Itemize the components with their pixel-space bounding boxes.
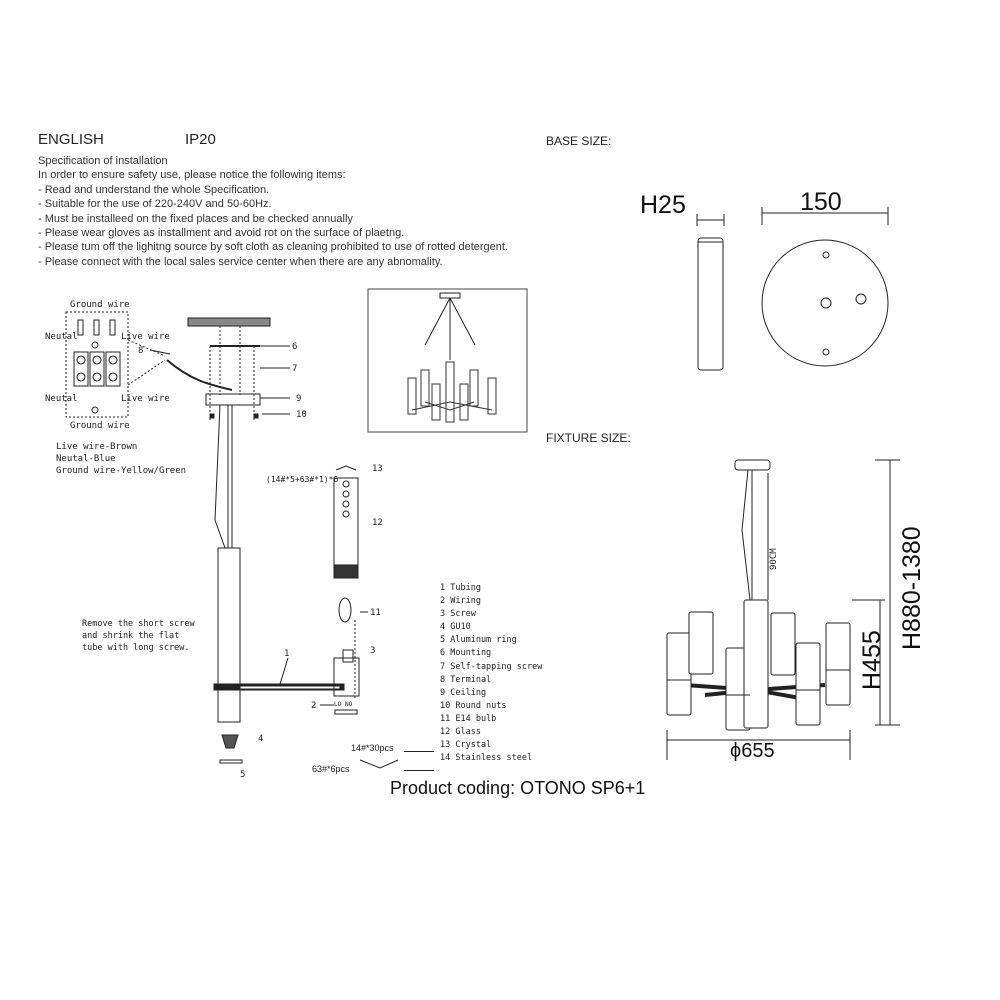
spec-title: Specification of installation — [38, 155, 168, 167]
part-item: 11 E14 bulb — [440, 713, 497, 724]
spec-block: Specification of installation In order t… — [38, 154, 508, 269]
spec-item: - Must be installeed on the fixed places… — [38, 212, 353, 225]
part-item: 14 Stainless steel — [440, 753, 533, 764]
product-coding: Product coding: OTONO SP6+1 — [390, 778, 646, 798]
part-item: 3 Screw — [440, 609, 476, 620]
part-item: 7 Self-tapping screw — [440, 661, 543, 672]
part-item: 8 Terminal — [440, 674, 492, 685]
svg-text:Ground wire: Ground wire — [70, 421, 130, 431]
note-line: tube with long screw. — [82, 643, 190, 653]
svg-text:LO: LO — [334, 701, 342, 708]
svg-text:7: 7 — [292, 364, 297, 374]
spec-item: - Please connect with the local sales se… — [38, 255, 443, 268]
assembly-drawing: 6 7 8 9 10 13 12 11 3 1 2 LO NO 4 5 (14#… — [138, 317, 399, 780]
crystal-qty: 14#*30pcs — [351, 743, 394, 753]
spec-item: - Please wear gloves as installment and … — [38, 227, 405, 240]
svg-text:(14#*5+63#*1)*6: (14#*5+63#*1)*6 — [266, 475, 338, 484]
part-item: 10 Round nuts — [440, 700, 507, 711]
svg-text:1: 1 — [284, 649, 289, 659]
svg-text:10: 10 — [296, 410, 307, 420]
note-line: and shrink the flat — [82, 631, 180, 641]
body-height-dim: H455 — [858, 630, 886, 690]
spec-intro: In order to ensure safety use, please no… — [38, 169, 346, 182]
svg-text:13: 13 — [372, 464, 383, 474]
svg-text:Live wire: Live wire — [121, 332, 170, 342]
svg-text:5: 5 — [240, 770, 245, 780]
part-item: 6 Mounting — [440, 648, 492, 659]
part-item: 9 Ceiling — [440, 687, 487, 698]
part-item: 4 GU10 — [440, 622, 471, 633]
part-item: 5 Aluminum ring — [440, 635, 517, 646]
language-label: ENGLISH — [38, 131, 104, 148]
base-size-label: BASE SIZE: — [546, 134, 612, 148]
part-item: 2 Wiring — [440, 596, 481, 607]
svg-text:12: 12 — [372, 518, 383, 528]
fixture-diameter-dim: ϕ655 — [730, 740, 775, 762]
base-diameter-dim: 150 — [800, 188, 842, 216]
base-top-view: 150 — [761, 188, 889, 367]
part-item: 13 Crystal — [440, 740, 492, 751]
svg-text:NO: NO — [345, 701, 353, 708]
wiring-diagram: Ground wire Neutal Live wire Neutal Live… — [45, 300, 186, 476]
svg-text:Live wire-Brown: Live wire-Brown — [56, 442, 137, 452]
crystal-leader — [404, 751, 434, 752]
part-item: 1 Tubing — [440, 583, 481, 593]
spec-item: - Read and understand the whole Specific… — [38, 183, 270, 196]
total-height-dim: H880-1380 — [898, 526, 926, 650]
svg-text:Neutal: Neutal — [45, 394, 78, 404]
svg-text:Neutal: Neutal — [45, 332, 78, 342]
svg-text:6: 6 — [292, 342, 297, 352]
svg-text:3: 3 — [370, 646, 375, 656]
svg-text:4: 4 — [258, 734, 263, 744]
base-side-view: H25 — [640, 191, 725, 371]
svg-text:Live wire: Live wire — [121, 394, 170, 404]
note-line: Remove the short screw — [82, 619, 195, 629]
steel-leader — [404, 770, 434, 771]
parts-list: 1 Tubing 2 Wiring 3 Screw 4 GU10 5 Alumi… — [440, 582, 542, 765]
spec-item: - Suitable for the use of 220-240V and 5… — [38, 198, 272, 211]
product-photo — [367, 288, 528, 433]
svg-text:Ground wire-Yellow/Green: Ground wire-Yellow/Green — [56, 466, 186, 476]
part-item: 12 Glass — [440, 727, 481, 738]
fixture-drawing: 90CM H880-1380 H455 ϕ655 — [666, 459, 926, 762]
steel-qty: 63#*6pcs — [312, 764, 350, 774]
svg-text:9: 9 — [296, 394, 301, 404]
ip-rating: IP20 — [185, 131, 216, 148]
spec-item: - Please tum off the lighitng source by … — [38, 241, 509, 254]
svg-text:Neutal-Blue: Neutal-Blue — [56, 454, 116, 464]
svg-text:8: 8 — [138, 346, 143, 356]
fixture-size-label: FIXTURE SIZE: — [546, 431, 631, 445]
base-height-dim: H25 — [640, 191, 686, 219]
svg-text:Ground wire: Ground wire — [70, 300, 130, 310]
svg-text:2: 2 — [311, 701, 316, 711]
svg-text:11: 11 — [370, 608, 381, 618]
cable-length-dim: 90CM — [769, 548, 779, 570]
install-note: Remove the short screw and shrink the fl… — [82, 618, 195, 654]
